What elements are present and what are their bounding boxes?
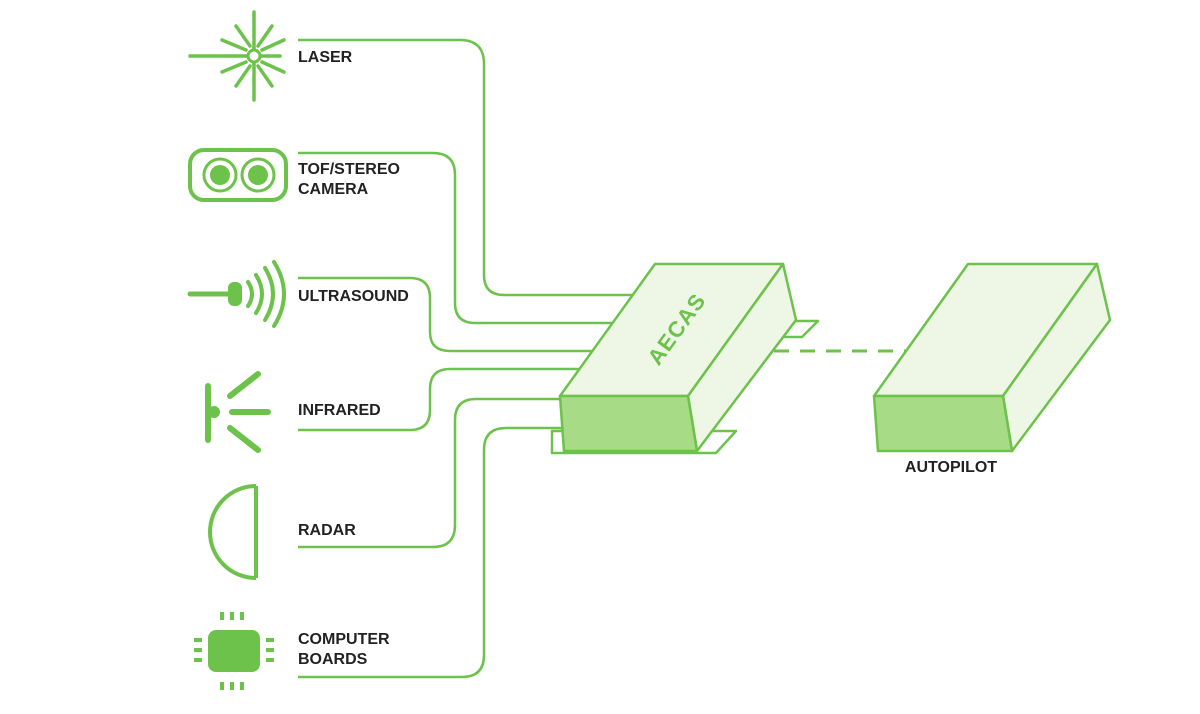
sensor-label-radar: RADAR [298, 522, 356, 539]
chip-icon [194, 612, 274, 690]
ultrasound-icon [187, 260, 286, 328]
autopilot-label: AUTOPILOT [905, 459, 997, 476]
radar-icon [208, 484, 258, 580]
autopilot-box [872, 262, 1112, 453]
sensor-label-ultrasound: ULTRASOUND [298, 288, 409, 305]
wire-laser [298, 38, 632, 297]
stereo-camera-icon [188, 148, 288, 202]
laser-icon [188, 10, 286, 102]
wire-camera [298, 151, 612, 325]
wire-radar [298, 397, 568, 549]
infrared-icon [205, 371, 271, 453]
wire-computer-boards [298, 426, 566, 679]
wire-ultrasound [298, 276, 592, 353]
sensor-label-infrared: INFRARED [298, 402, 381, 419]
sensor-label-laser: LASER [298, 49, 353, 66]
aecas-box [550, 262, 820, 455]
wire-infrared [298, 367, 580, 432]
